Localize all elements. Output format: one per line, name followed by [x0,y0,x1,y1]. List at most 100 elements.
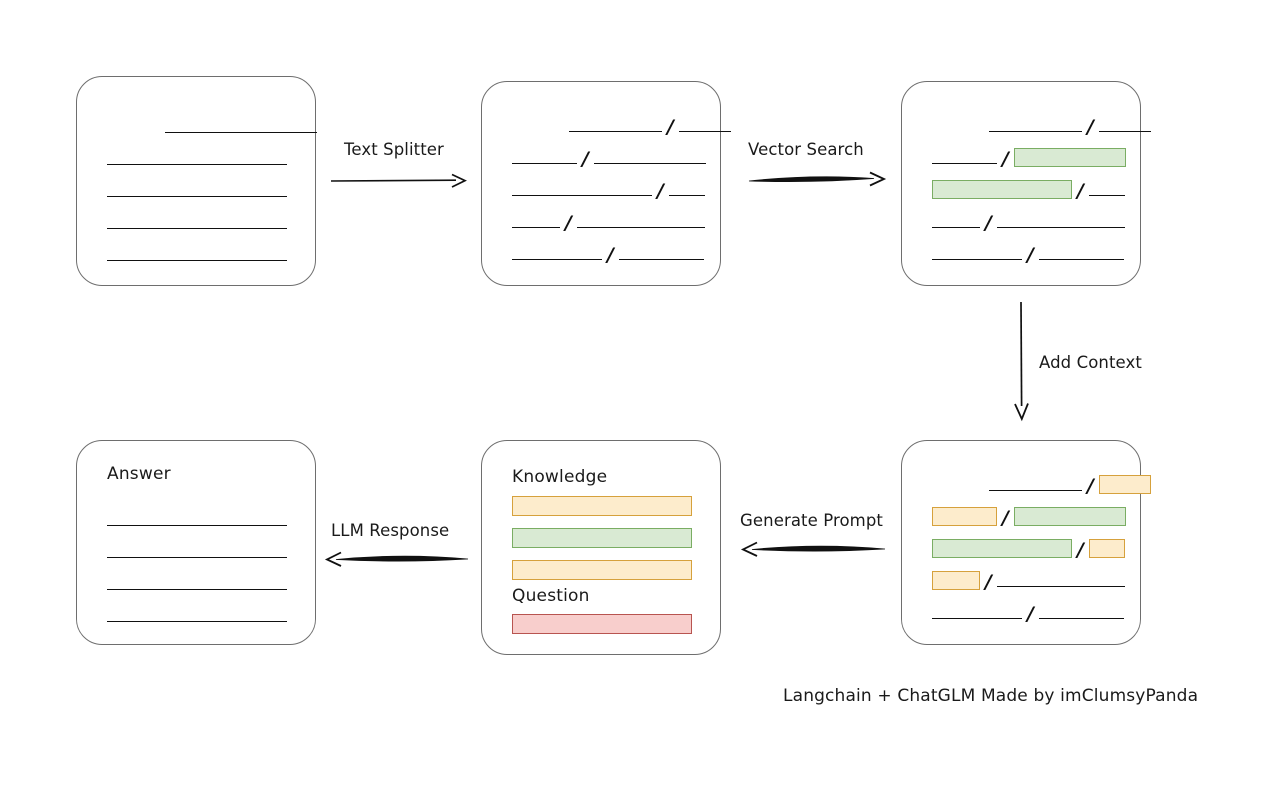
vector-search-arrow-group: Vector Search [748,140,890,190]
highlighted-chunk-yellow [1088,539,1125,558]
text-line-segment [512,195,652,196]
document-line-row: / [932,503,1126,529]
question-label: Question [512,586,590,606]
document-line-row: / [989,471,1151,497]
text-line-segment [932,259,1022,260]
document-line-row: / [932,599,1124,625]
source-document-box[interactable] [76,76,317,286]
text-line-segment [618,259,704,260]
document-line-row [107,241,287,261]
text-line-segment [593,163,706,164]
knowledge-bar-3 [512,560,692,580]
add-context-arrow-icon [1014,301,1029,422]
document-line-row [107,538,287,558]
text-line-segment [107,260,287,261]
text-line-segment [107,228,287,229]
chunk-separator-slash: / [1077,180,1084,202]
add-context-label: Add Context [1039,353,1142,372]
question-bar-1 [512,614,692,634]
chunk-separator-slash: / [657,180,664,202]
text-line-segment [107,557,287,558]
document-line-row: / [932,144,1126,170]
knowledge-bar-1 [512,496,692,516]
text-line-segment [932,163,997,164]
text-line-segment [668,195,705,196]
chunk-separator-slash: / [1002,148,1009,170]
text-line-segment [107,621,287,622]
document-line-row: / [512,144,706,170]
chunk-separator-slash: / [1087,475,1094,497]
chunk-separator-slash: / [1002,507,1009,529]
text-line-segment [569,131,662,132]
text-line-segment [512,259,602,260]
document-line-row: / [932,176,1125,202]
vector-matched-document-box[interactable]: / / / / / [901,81,1151,286]
knowledge-label: Knowledge [512,467,608,487]
generate-prompt-label: Generate Prompt [740,511,883,530]
text-line-segment [932,227,980,228]
text-line-segment [107,525,287,526]
document-line-row [107,602,287,622]
text-splitter-label: Text Splitter [344,140,444,159]
highlighted-chunk-green [932,539,1072,558]
llm-response-label: LLM Response [331,521,450,540]
document-line-row: / [989,112,1151,137]
chunk-separator-slash: / [1027,244,1034,266]
context-document-box[interactable]: / / / / / [901,440,1151,645]
text-line-segment [996,227,1125,228]
prompt-box[interactable]: Knowledge Question [481,440,721,655]
text-line-segment [1098,131,1151,132]
text-splitter-arrow-group: Text Splitter [330,140,470,190]
text-line-segment [996,586,1125,587]
text-line-segment [512,163,577,164]
generate-prompt-arrow-group: Generate Prompt [738,511,888,561]
text-line-segment [1038,259,1124,260]
vector-search-arrow-icon [748,171,887,187]
highlighted-chunk-yellow [1098,475,1151,494]
document-line-row: / [932,567,1125,593]
highlighted-chunk-green [1013,507,1126,526]
highlighted-chunk-green [1013,148,1126,167]
answer-label: Answer [107,464,171,484]
knowledge-bar-2 [512,528,692,548]
text-line-segment [107,589,287,590]
text-line-segment [576,227,705,228]
document-line-row: / [932,535,1125,561]
text-line-segment [107,196,287,197]
text-line-segment [107,164,287,165]
text-line-segment [989,490,1082,491]
generate-prompt-arrow-icon [740,541,886,557]
document-line-row: / [932,240,1124,266]
document-line-row: / [512,240,704,266]
text-splitter-arrow-icon [330,173,467,188]
footer-caption: Langchain + ChatGLM Made by imClumsyPand… [783,686,1199,706]
vector-search-label: Vector Search [748,140,864,159]
chunk-separator-slash: / [1027,603,1034,625]
document-line-row: / [512,208,705,233]
chunk-separator-slash: / [607,244,614,266]
highlighted-chunk-yellow [932,507,997,526]
llm-response-arrow-icon [324,551,469,567]
document-line-row [107,145,287,165]
text-line-segment [512,227,560,228]
chunk-separator-slash: / [985,571,992,593]
document-line-row [107,209,287,229]
document-line-row: / [569,112,731,138]
chunk-separator-slash: / [667,116,674,138]
text-line-segment [1038,618,1124,619]
document-line-row [107,506,287,526]
answer-box[interactable]: Answer [76,440,316,645]
document-line-row: / [512,176,705,202]
text-line-segment [1088,195,1125,196]
text-line-segment [678,131,731,132]
text-line-segment [989,131,1082,132]
chunk-separator-slash: / [1077,539,1084,561]
add-context-arrow-group: Add Context [1005,300,1165,425]
highlighted-chunk-yellow [932,571,980,590]
document-line-row [107,177,287,197]
document-line-row: / [932,208,1125,233]
text-line-segment [165,132,317,133]
chunk-separator-slash: / [582,148,589,170]
split-document-box[interactable]: / / / / / [481,81,731,286]
